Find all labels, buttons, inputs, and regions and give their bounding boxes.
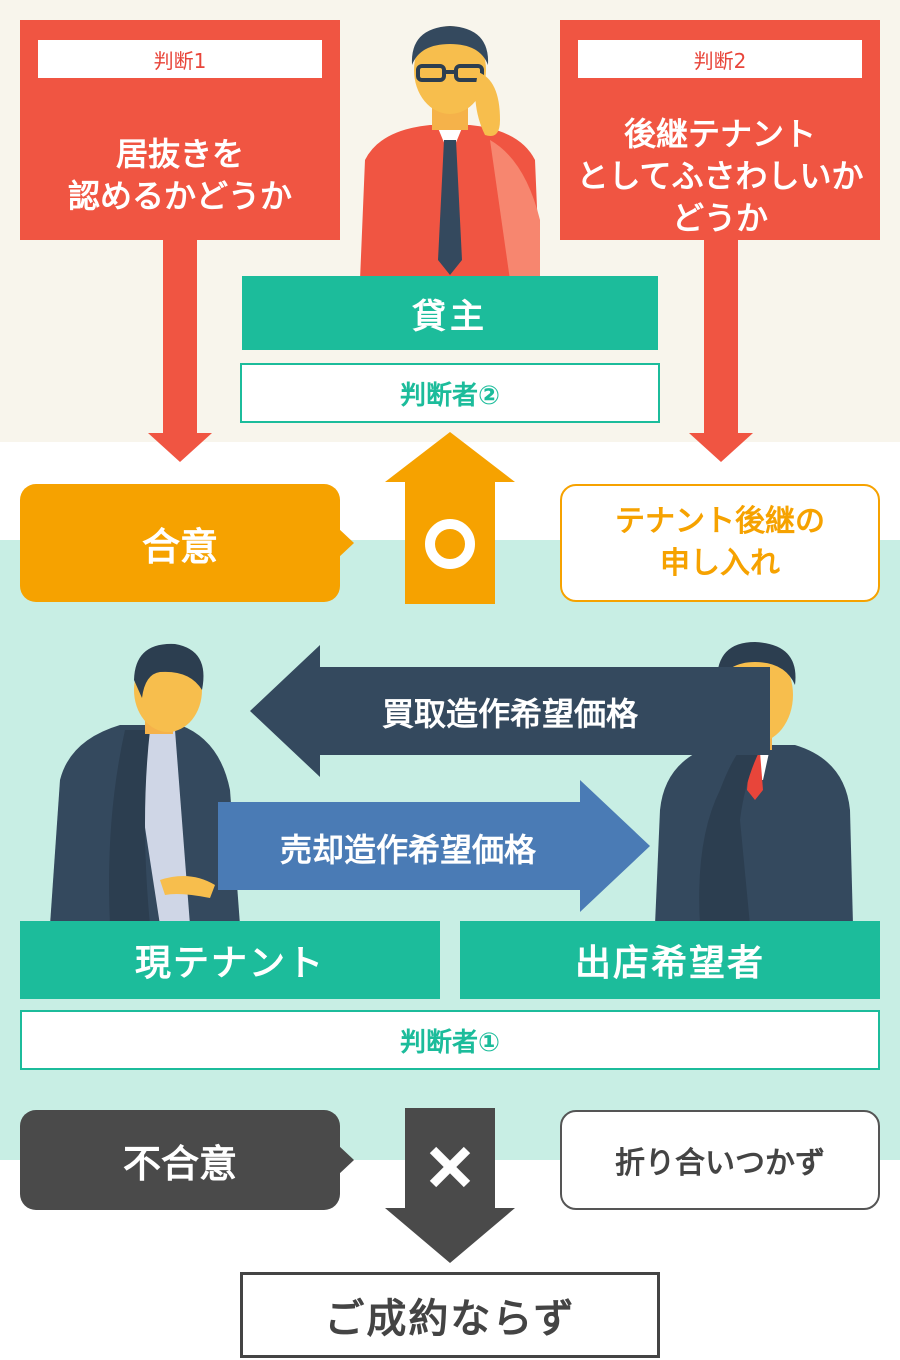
judgment1-box: 判断1 居抜きを 認めるかどうか xyxy=(20,20,340,240)
disagree-box: 不合意 xyxy=(20,1110,340,1210)
sell-price-label: 売却造作希望価格 xyxy=(279,831,536,869)
proposal-line2: 申し入れ xyxy=(660,546,780,581)
sell-price-arrow xyxy=(218,780,650,912)
judgment-arrows xyxy=(148,230,753,462)
landlord-label: 貸主 xyxy=(242,276,658,350)
no-settle-box: 折り合いつかず xyxy=(560,1110,880,1210)
agree-pointer xyxy=(338,528,354,558)
disagree-label: 不合意 xyxy=(122,1141,237,1186)
judgment2-text-line2: としてふさわしいか xyxy=(576,157,864,195)
agree-label: 合意 xyxy=(141,524,218,569)
landlord-role: 判断者② xyxy=(240,363,660,423)
judgment2-text-line1: 後継テナント xyxy=(623,115,816,153)
current-tenant-figure xyxy=(50,643,240,925)
landlord-figure xyxy=(360,26,540,280)
judgment2-text-line3: どうか xyxy=(671,199,768,237)
judgment1-arrow-stem xyxy=(163,230,197,435)
current-tenant-label: 現テナント xyxy=(20,921,440,999)
buy-price-arrow xyxy=(250,645,770,777)
buy-price-label: 買取造作希望価格 xyxy=(381,695,638,733)
no-settle-label: 折り合いつかず xyxy=(615,1146,825,1181)
agree-up-arrow xyxy=(385,432,515,604)
applicant-label: 出店希望者 xyxy=(460,921,880,999)
proposal-box: テナント後継の 申し入れ xyxy=(560,484,880,602)
judgment1-text-line2: 認めるかどうか xyxy=(67,177,292,215)
tenants-role: 判断者① xyxy=(20,1010,880,1070)
judgment1-arrow-head xyxy=(148,433,212,462)
judgment1-tag: 判断1 xyxy=(38,40,322,78)
judgment2-tag: 判断2 xyxy=(578,40,862,78)
judgment1-text-line1: 居抜きを xyxy=(115,135,244,173)
judgment2-box: 判断2 後継テナント としてふさわしいか どうか xyxy=(560,20,880,240)
disagree-down-arrow xyxy=(385,1108,515,1263)
judgment2-arrow-stem xyxy=(704,230,738,435)
proposal-line1: テナント後継の xyxy=(615,504,825,539)
disagree-pointer xyxy=(338,1145,354,1175)
agree-box: 合意 xyxy=(20,484,340,602)
result-box: ご成約ならず xyxy=(240,1272,660,1358)
judgment2-arrow-head xyxy=(689,433,753,462)
